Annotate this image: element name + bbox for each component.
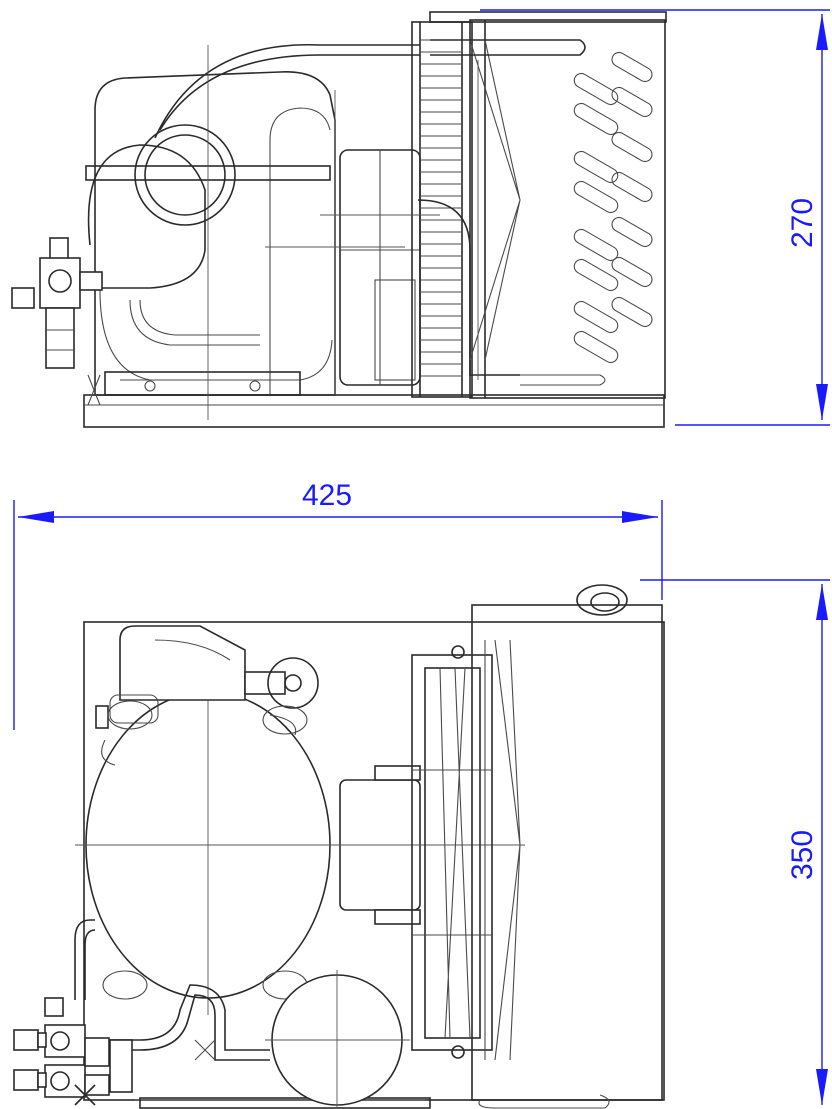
side-vent-slots	[573, 51, 653, 364]
top-service-valves	[13, 997, 133, 1098]
side-fan-shroud	[429, 11, 667, 399]
top-fan-motor	[335, 765, 525, 925]
top-fan-shroud	[411, 645, 493, 1059]
dimension-height-label: 270	[786, 198, 819, 248]
side-base-plate	[83, 394, 665, 428]
side-compressor-body	[94, 71, 336, 396]
side-condenser	[411, 21, 520, 398]
dimension-height: 270	[480, 9, 830, 426]
top-terminal-box	[95, 625, 319, 766]
top-condenser	[471, 584, 663, 1109]
side-view	[11, 11, 667, 428]
top-view	[13, 584, 665, 1109]
dimension-depth-label: 350	[786, 830, 819, 880]
dimension-depth: 350	[640, 579, 830, 1105]
side-coil	[134, 124, 236, 226]
dimension-width-label: 425	[302, 479, 352, 512]
dimension-width: 425	[13, 479, 663, 730]
side-service-valve	[11, 237, 103, 369]
